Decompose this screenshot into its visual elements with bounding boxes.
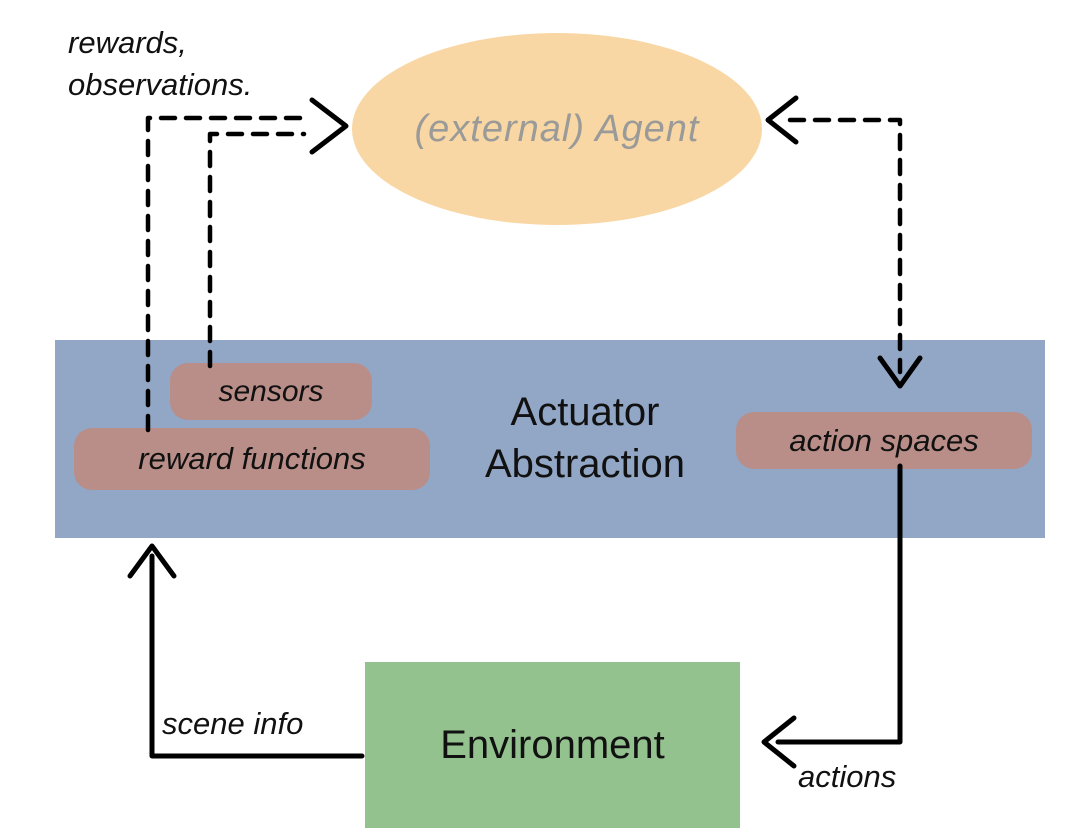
sensors-to-agent-dashed-arrow [207, 131, 307, 369]
into-band-arrowhead-icon [127, 543, 177, 579]
environment-label: Environment [440, 722, 665, 767]
actuator-abstraction-label: Actuator Abstraction [484, 390, 686, 486]
reward-functions-badge: reward functions [74, 428, 430, 490]
into-environment-arrowhead-icon [761, 715, 797, 769]
sensors-badge-label: sensors [218, 374, 324, 408]
agent-ellipse: (external) Agent [352, 33, 762, 225]
reward-functions-badge-label: reward functions [138, 441, 366, 476]
agent-label: (external) Agent [414, 107, 700, 150]
action-spaces-badge: action spaces [736, 412, 1032, 469]
environment-box: Environment [365, 662, 740, 828]
rewards-observations-label: rewards, observations. [68, 25, 253, 102]
agent-action-spaces-dashed-arrow [787, 117, 903, 375]
sensors-badge: sensors [170, 363, 372, 420]
into-agent-arrowhead-icon [309, 97, 349, 155]
into-agent-right-arrowhead-icon [765, 95, 799, 145]
action-spaces-badge-label: action spaces [789, 422, 979, 458]
actions-label: actions [798, 759, 897, 794]
scene-info-label: scene info [162, 706, 304, 741]
